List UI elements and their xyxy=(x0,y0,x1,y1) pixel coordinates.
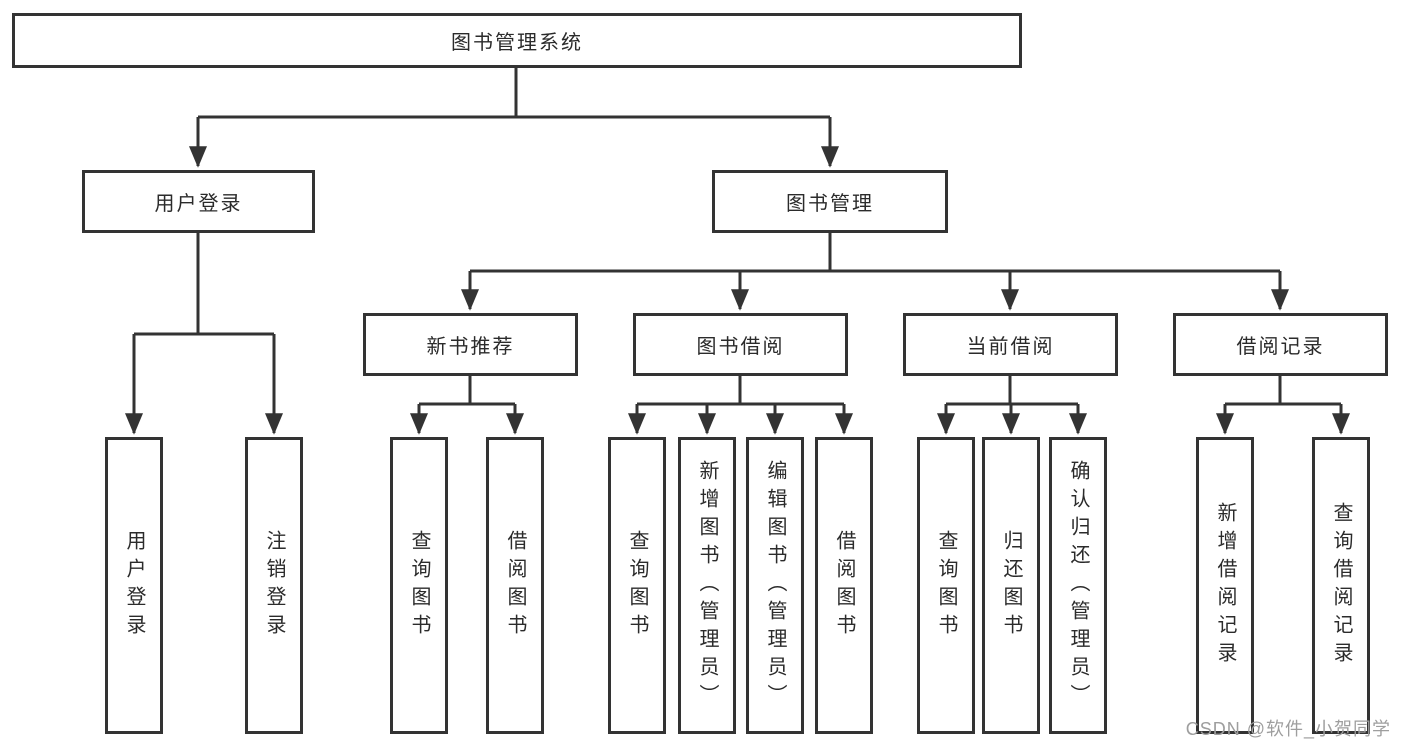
node-leaf-edit-books-admin: 编辑图书（管理员） xyxy=(746,437,804,734)
node-leaf-query-books: 查询图书 xyxy=(608,437,666,734)
node-leaf-add-borrow-record: 新增借阅记录 xyxy=(1196,437,1254,734)
node-leaf-borrow-books: 借阅图书 xyxy=(815,437,873,734)
node-borrowing-records: 借阅记录 xyxy=(1173,313,1388,376)
node-leaf-user-login: 用户登录 xyxy=(105,437,163,734)
node-leaf-confirm-return-admin: 确认归还（管理员） xyxy=(1049,437,1107,734)
node-leaf-logout: 注销登录 xyxy=(245,437,303,734)
node-leaf-query-borrow-record: 查询借阅记录 xyxy=(1312,437,1370,734)
node-new-book-recommendation: 新书推荐 xyxy=(363,313,578,376)
node-leaf-add-books-admin: 新增图书（管理员） xyxy=(678,437,736,734)
node-leaf-borrow-books: 借阅图书 xyxy=(486,437,544,734)
node-current-borrowing: 当前借阅 xyxy=(903,313,1118,376)
node-book-borrowing: 图书借阅 xyxy=(633,313,848,376)
node-leaf-query-books: 查询图书 xyxy=(390,437,448,734)
node-leaf-return-books: 归还图书 xyxy=(982,437,1040,734)
node-root-library-system: 图书管理系统 xyxy=(12,13,1022,68)
node-user-login: 用户登录 xyxy=(82,170,315,233)
csdn-watermark: CSDN @软件_小贺同学 xyxy=(1185,719,1391,739)
node-book-management: 图书管理 xyxy=(712,170,948,233)
node-leaf-query-books: 查询图书 xyxy=(917,437,975,734)
